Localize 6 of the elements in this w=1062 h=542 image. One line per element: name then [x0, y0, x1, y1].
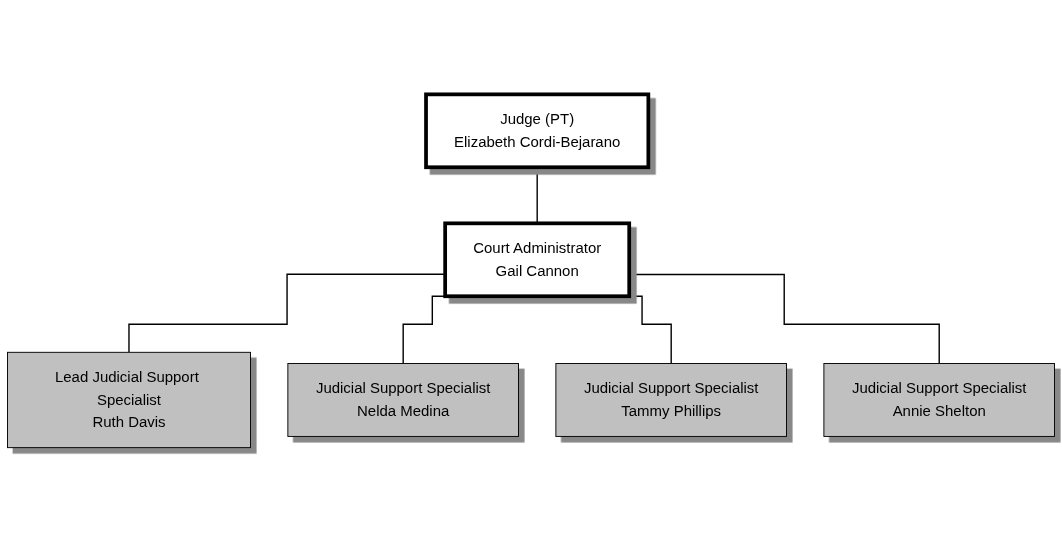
node-box: Judicial Support Specialist Tammy Phillips — [555, 363, 787, 437]
node-box: Judicial Support Specialist Nelda Medina — [287, 363, 519, 437]
node-box: Court Administrator Gail Cannon — [443, 221, 632, 299]
node-box: Judge (PT) Elizabeth Cordi-Bejarano — [424, 92, 651, 170]
node-box: Lead Judicial Support Specialist Ruth Davis — [7, 351, 251, 449]
node-box: Judicial Support Specialist Annie Shelton — [823, 363, 1055, 437]
